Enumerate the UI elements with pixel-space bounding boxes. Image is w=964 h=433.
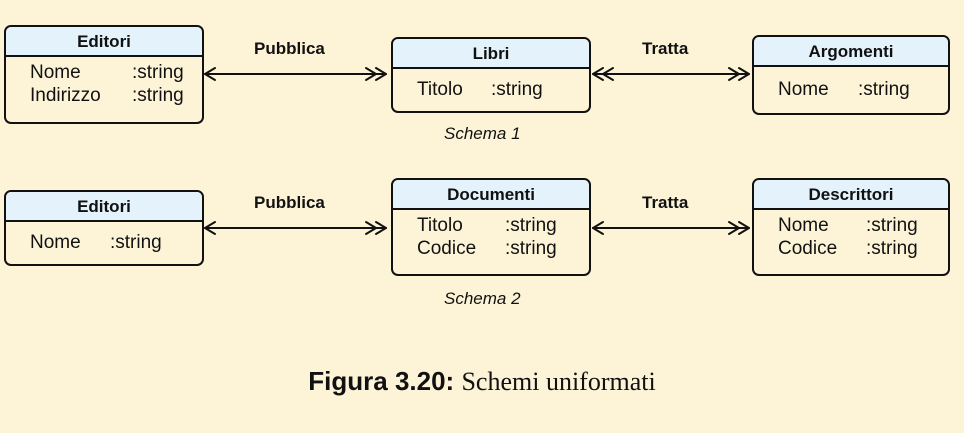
attribute-name: Indirizzo (30, 85, 101, 106)
attribute-type: :string (132, 85, 184, 106)
attribute-name: Nome (30, 232, 81, 253)
entity-title: Descrittori (754, 180, 948, 210)
attribute-type: :string (110, 232, 162, 253)
entity-documenti: Documenti Titolo :string Codice :string (391, 178, 591, 276)
arrowhead-libri (375, 67, 387, 81)
arrowhead-documenti-2 (365, 221, 377, 235)
relationship-label-tratta-2: Tratta (642, 193, 689, 212)
entity-descrittori: Descrittori Nome :string Codice :string (752, 178, 950, 276)
arrowhead-libri-left (592, 67, 604, 81)
relationship-label-pubblica-2: Pubblica (254, 193, 325, 212)
arrowhead-descrittori (738, 221, 750, 235)
schema-caption-2: Schema 2 (444, 289, 521, 308)
attribute-name: Codice (778, 238, 838, 259)
attribute-type: :string (858, 79, 910, 100)
attribute-row: Nome :string (778, 78, 948, 101)
arrowhead-libri-2 (365, 67, 377, 81)
arrowhead-editori-1 (204, 67, 216, 81)
figure-caption: Figura 3.20: Schemi uniformati (0, 366, 964, 397)
attribute-type: :string (505, 215, 557, 236)
figure-title: Schemi uniformati (461, 367, 656, 396)
attribute-row: Codice :string (417, 237, 589, 260)
schema-caption-1: Schema 1 (444, 124, 521, 143)
entity-argomenti: Argomenti Nome :string (752, 35, 950, 115)
relationship-label-tratta-1: Tratta (642, 39, 689, 58)
arrowhead-libri-left-2 (602, 67, 614, 81)
arrowhead-documenti-left (592, 221, 604, 235)
attribute-type: :string (866, 215, 918, 236)
entity-title: Editori (6, 192, 202, 222)
attribute-name: Titolo (417, 215, 463, 236)
attribute-row: Nome :string (778, 214, 948, 237)
attribute-row: Indirizzo :string (30, 84, 202, 107)
attribute-name: Nome (778, 79, 829, 100)
attribute-type: :string (866, 238, 918, 259)
attribute-row: Nome :string (30, 61, 202, 84)
attribute-row: Titolo :string (417, 78, 589, 101)
attribute-name: Codice (417, 238, 477, 259)
arrowhead-argomenti-2 (728, 67, 740, 81)
entity-title: Libri (393, 39, 589, 69)
arrowhead-descrittori-2 (728, 221, 740, 235)
arrowhead-documenti (375, 221, 387, 235)
attribute-name: Nome (778, 215, 829, 236)
figure-number: Figura 3.20: (308, 366, 455, 396)
attribute-name: Titolo (417, 79, 463, 100)
entity-libri: Libri Titolo :string (391, 37, 591, 113)
attribute-row: Titolo :string (417, 214, 589, 237)
entity-title: Documenti (393, 180, 589, 210)
attribute-row: Nome :string (30, 231, 202, 254)
entity-editori-2: Editori Nome :string (4, 190, 204, 266)
entity-title: Argomenti (754, 37, 948, 67)
arrowhead-argomenti (738, 67, 750, 81)
entity-editori-1: Editori Nome :string Indirizzo :string (4, 25, 204, 124)
relationship-label-pubblica-1: Pubblica (254, 39, 325, 58)
attribute-type: :string (505, 238, 557, 259)
entity-title: Editori (6, 27, 202, 57)
attribute-row: Codice :string (778, 237, 948, 260)
attribute-type: :string (491, 79, 543, 100)
attribute-name: Nome (30, 62, 81, 83)
attribute-type: :string (132, 62, 184, 83)
arrowhead-editori-2 (204, 221, 216, 235)
